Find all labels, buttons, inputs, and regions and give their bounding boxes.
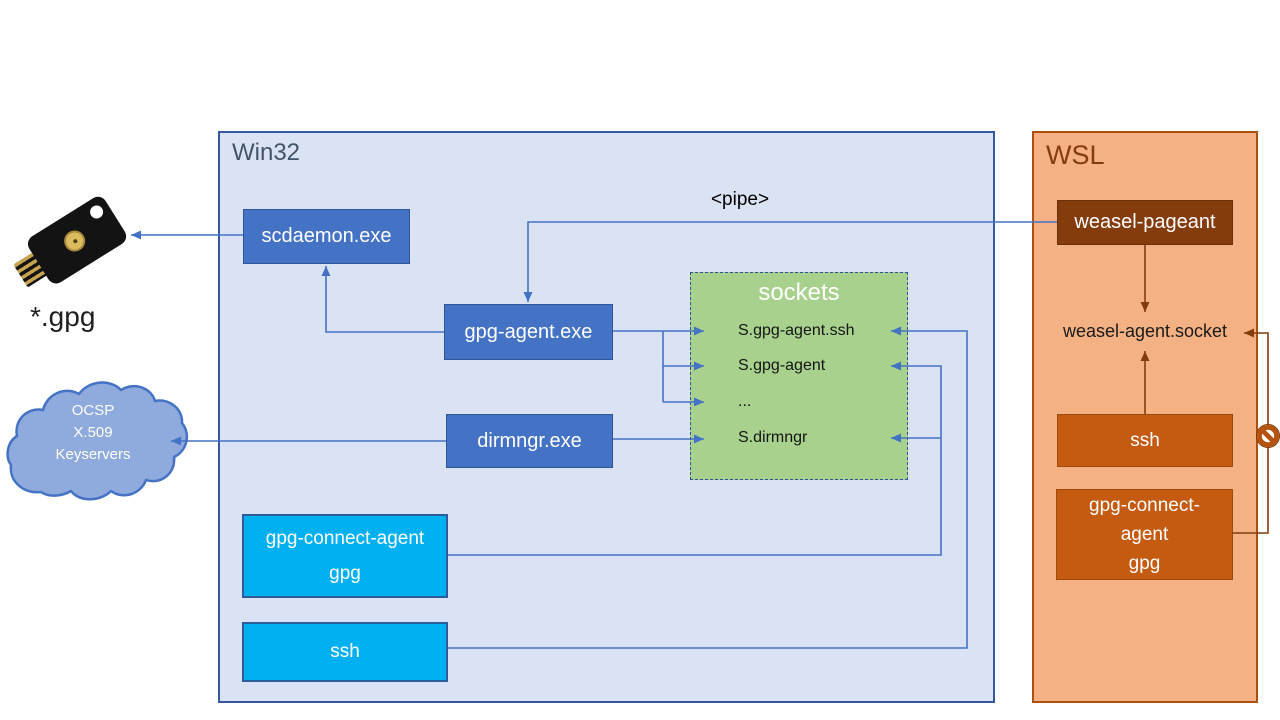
node-dirmngr: dirmngr.exe — [446, 414, 613, 468]
node-win32-ssh-label: ssh — [330, 641, 360, 662]
socket-item-gpg-agent-ssh: S.gpg-agent.ssh — [738, 322, 855, 339]
cloud-line-x509: X.509 — [73, 424, 113, 441]
node-win32-ssh: ssh — [242, 622, 448, 682]
yubikey-contact-dot — [72, 238, 79, 244]
node-weasel-pageant-label: weasel-pageant — [1074, 211, 1216, 233]
cloud-line-keyservers: Keyservers — [55, 446, 131, 463]
node-dirmngr-label: dirmngr.exe — [477, 429, 582, 452]
socket-item-dirmngr: S.dirmngr — [738, 429, 808, 446]
weasel-agent-socket-label: weasel-agent.socket — [1062, 321, 1228, 341]
node-scdaemon: scdaemon.exe — [243, 209, 410, 264]
node-wsl-gpg-connect-agent-line1: gpg-connect- — [1089, 495, 1200, 516]
node-gpg-agent-label: gpg-agent.exe — [464, 320, 593, 343]
wsl-container-label: WSL — [1046, 140, 1105, 170]
node-weasel-pageant: weasel-pageant — [1057, 200, 1233, 245]
node-scdaemon-label: scdaemon.exe — [261, 225, 392, 247]
node-win32-gpg-connect-agent-line1: gpg-connect-agent — [265, 528, 425, 549]
win32-container-label: Win32 — [232, 139, 301, 166]
node-wsl-ssh: ssh — [1057, 414, 1233, 467]
socket-item-ellipsis: ... — [738, 393, 752, 410]
cloud-line-ocsp: OCSP — [71, 402, 115, 419]
yubikey-icon — [8, 190, 148, 300]
node-wsl-ssh-label: ssh — [1130, 429, 1160, 451]
node-wsl-gpg-connect-agent: gpg-connect- agent gpg — [1056, 489, 1233, 580]
node-win32-gpg-connect-agent: gpg-connect-agent gpg — [242, 514, 448, 598]
cloud-icon — [6, 381, 189, 501]
node-wsl-gpg-connect-agent-line3: gpg — [1128, 553, 1161, 574]
node-gpg-agent: gpg-agent.exe — [444, 304, 613, 360]
node-wsl-gpg-connect-agent-line2: agent — [1120, 524, 1169, 545]
sockets-group-title: sockets — [758, 279, 840, 306]
gpg-files-annotation: *.gpg — [30, 301, 96, 332]
keyservers-cloud-label: OCSP X.509 Keyservers — [12, 400, 174, 466]
node-win32-gpg-connect-agent-line2: gpg — [329, 563, 361, 584]
socket-item-gpg-agent: S.gpg-agent — [738, 357, 826, 374]
pipe-annotation: <pipe> — [710, 189, 770, 210]
no-entry-icon — [1256, 424, 1280, 448]
